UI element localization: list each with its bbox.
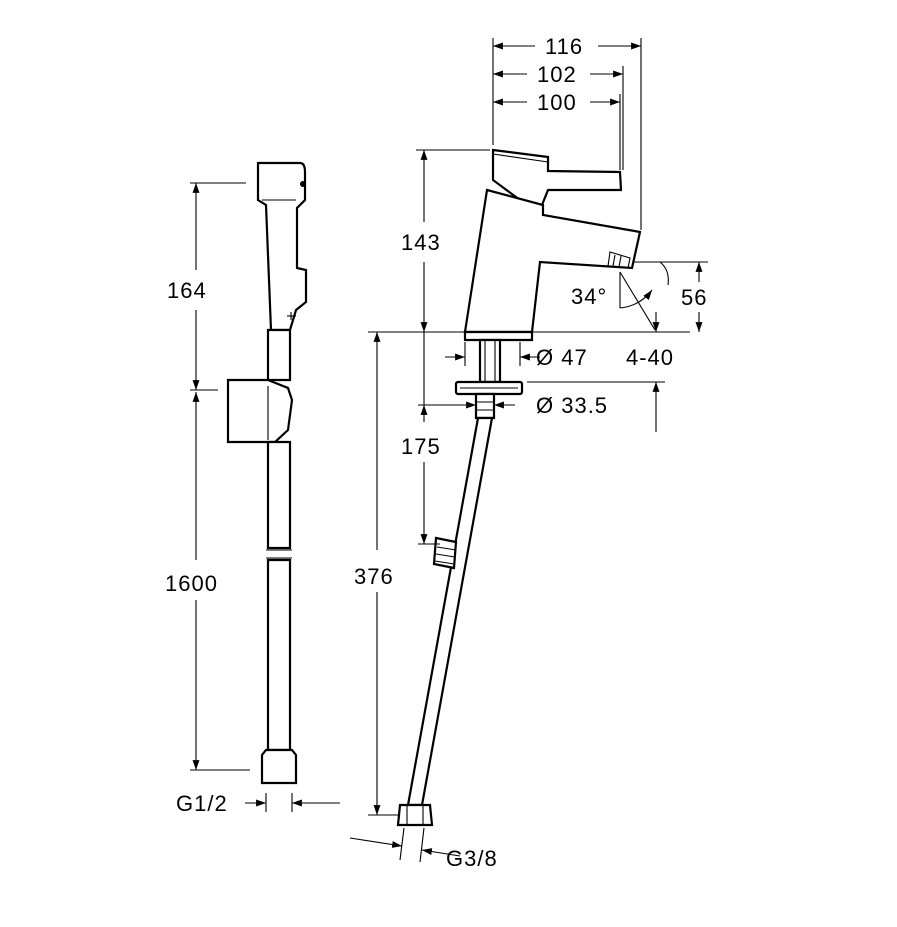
mixer-lever [491,148,623,207]
dim-164-label: 164 [167,278,207,303]
slider-bracket [226,378,294,444]
dim-175-label: 175 [401,434,441,459]
shower-rail-view: 164 1600 G1/2 [165,161,340,816]
basin-mixer-view: 116 102 100 143 56 34° Ø 47 [349,34,708,871]
dim-g12-label: G1/2 [176,791,228,816]
dim-4-40-label: 4-40 [626,345,674,370]
hose-nut [396,803,434,827]
flexible-hose [406,416,494,807]
dim-116-label: 116 [545,34,583,59]
dim-56-label: 56 [681,285,707,310]
rail-end-cap [260,748,298,785]
dim-143-label: 143 [401,230,441,255]
dim-100-label: 100 [537,90,577,115]
dim-34deg-label: 34° [571,284,607,309]
dim-g38-label: G3/8 [446,846,498,871]
dim-d335-label: Ø 33.5 [536,393,608,418]
hand-shower-head [256,161,308,332]
dim-d47-label: Ø 47 [536,345,588,370]
dim-1600-label: 1600 [165,571,218,596]
dim-376-label: 376 [354,564,394,589]
dim-102-label: 102 [537,62,577,87]
